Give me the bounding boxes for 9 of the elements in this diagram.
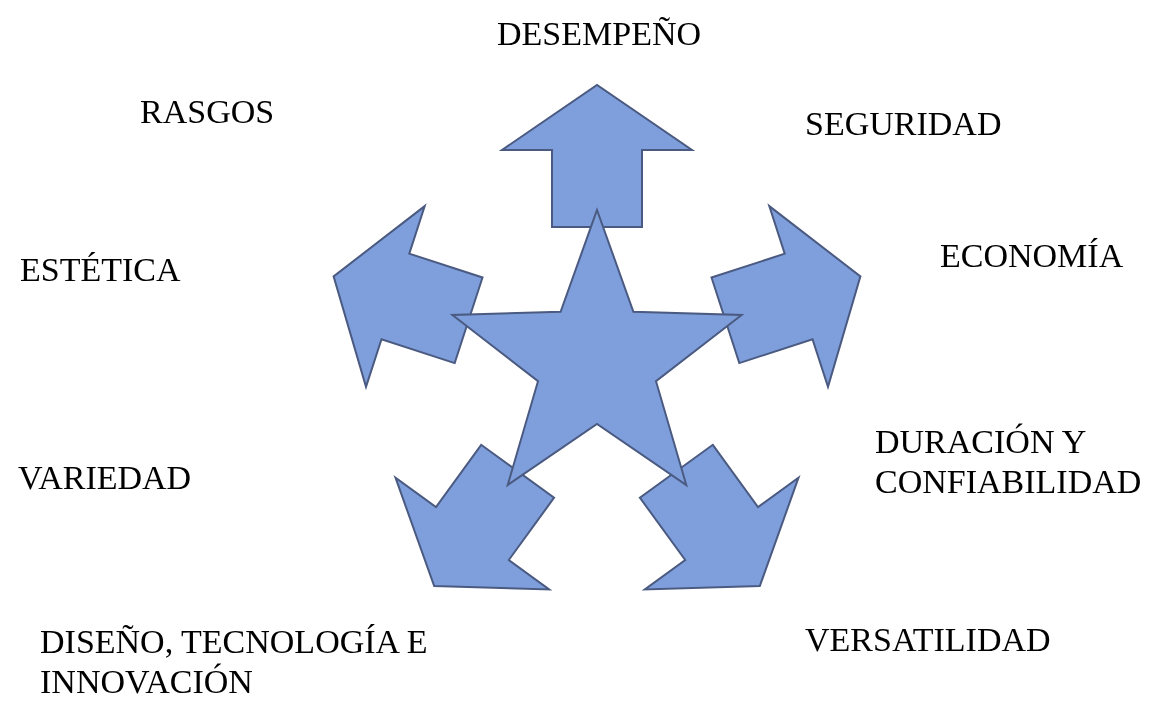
label-text: DISEÑO, TECNOLOGÍA E INNOVACIÓN [40,622,429,702]
label-text: VERSATILIDAD [805,620,1051,660]
label-text: DURACIÓN Y CONFIABILIDAD [875,422,1143,502]
label-text: VARIEDAD [18,458,192,498]
label-text: DESEMPEÑO [497,14,702,54]
label-text: ESTÉTICA [20,250,181,290]
label-text: ECONOMÍA [940,236,1124,276]
label-text: RASGOS [140,92,275,132]
label-text: SEGURIDAD [805,104,1002,144]
